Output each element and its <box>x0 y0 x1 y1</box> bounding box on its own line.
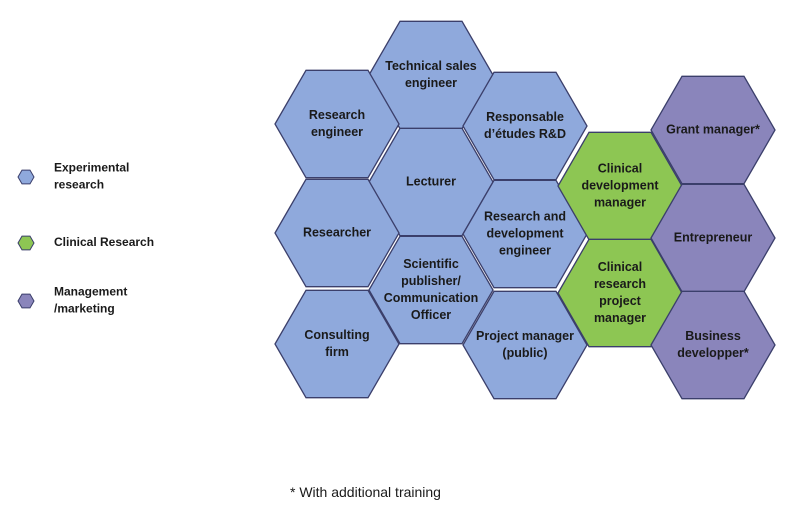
hexagon-shape <box>462 290 588 400</box>
legend-item-clinical: Clinical Research <box>17 235 154 251</box>
hexagon-research-engineer: Research engineer <box>274 69 400 179</box>
hexagon-label-line: development <box>581 178 659 192</box>
hexagon-label-line: research <box>594 277 646 291</box>
hexagon-label-line: Consulting <box>304 328 369 342</box>
hexagon-label-line: Lecturer <box>406 174 456 188</box>
hexagon-label-line: publisher/ <box>401 274 461 288</box>
hexagon-project-manager-public: Project manager (public) <box>462 290 588 400</box>
hexagon-shape <box>274 289 400 399</box>
hexagon-entrepreneur: Entrepreneur <box>650 183 776 293</box>
hexagon-label-line: manager <box>594 195 646 209</box>
hexagon-responsable-etudes: Responsable d’études R&D <box>462 71 588 181</box>
hexagon-label-line: manager <box>594 311 646 325</box>
legend-swatch <box>17 293 35 309</box>
hexagon-label-line: Business <box>685 329 741 343</box>
legend-label-line: Experimental <box>54 161 129 175</box>
hexagon-label-line: Researcher <box>303 225 371 239</box>
hexagon-technical-sales-engineer: Technical sales engineer <box>368 20 494 130</box>
hexagon-grant-manager: Grant manager* <box>650 75 776 185</box>
hexagon-clinical-research-project-manager: Clinical research project manager <box>557 238 683 348</box>
hexagon-label-line: Communication <box>384 291 478 305</box>
legend-label-line: /marketing <box>54 302 115 316</box>
legend-label-line: research <box>54 178 104 192</box>
hexagon-label-line: developper* <box>677 346 749 360</box>
hexagon-label-line: engineer <box>499 243 551 257</box>
legend-swatch <box>17 169 35 185</box>
hexagon-label-line: Project manager <box>476 329 574 343</box>
hexagon-label-line: Responsable <box>486 110 564 124</box>
legend-item-management: Management/marketing <box>17 285 127 316</box>
hexagon-label-line: engineer <box>311 125 363 139</box>
hexagon-label-line: Officer <box>411 308 451 322</box>
hexagon-shape <box>274 178 400 288</box>
legend-label-line: Management <box>54 285 127 299</box>
legend-item-experimental: Experimental research <box>17 161 129 192</box>
hexagon-business-developper: Business developper* <box>650 290 776 400</box>
footnote: * With additional training <box>290 484 441 500</box>
hexagon-label-line: engineer <box>405 76 457 90</box>
hexagon-label-line: Clinical <box>598 260 642 274</box>
hexagon-label-line: Research and <box>484 209 566 223</box>
hexagon-label-line: firm <box>325 345 349 359</box>
hexagon-grid: Technical salesengineerResearchengineerR… <box>274 20 776 400</box>
hexagon-label-line: Clinical <box>598 161 642 175</box>
hexagon-shape <box>368 235 494 345</box>
hexagon-label-line: Grant manager* <box>666 122 760 136</box>
hexagon-label-line: Scientific <box>403 257 459 271</box>
hexagon-researcher: Researcher <box>274 178 400 288</box>
hexagon-label-line: Technical sales <box>385 59 477 73</box>
hexagon-consulting-firm: Consulting firm <box>274 289 400 399</box>
hexagon-shape <box>650 290 776 400</box>
legend-swatch <box>17 235 35 251</box>
hexagon-label-line: d’études R&D <box>484 127 566 141</box>
hexagon-label-line: development <box>486 226 564 240</box>
hexagon-label-line: (public) <box>502 346 547 360</box>
hexagon-label-line: Research <box>309 108 365 122</box>
hexagon-label-line: project <box>599 294 642 308</box>
hexagon-clinical-development-manager: Clinical development manager <box>557 131 683 241</box>
hexagon-label-line: Entrepreneur <box>674 230 753 244</box>
legend-label-line: Clinical Research <box>54 235 154 249</box>
hexagon-shape <box>274 69 400 179</box>
